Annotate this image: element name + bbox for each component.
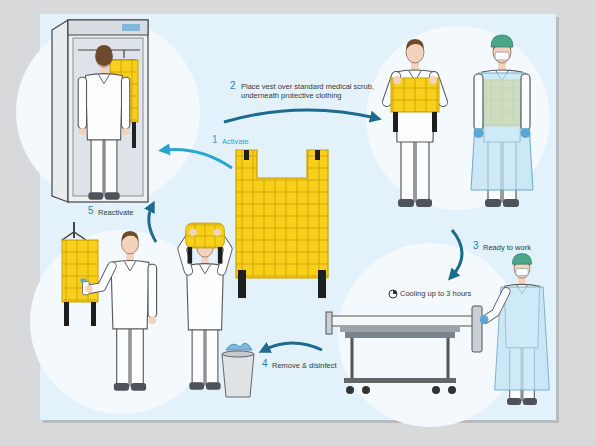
hospital-bed [326,306,482,394]
cooling-vest [315,150,320,160]
person-removing-vest [186,223,225,248]
person-disinfecting [81,231,157,391]
hospital-bed [362,386,370,394]
cooling-cabinet [132,122,136,148]
vest-stand [62,222,98,326]
person-at-cabinet [78,77,86,135]
person-at-cabinet [78,45,130,200]
person-in-gown [471,35,533,207]
cooling-cabinet [52,20,148,202]
step-label: Activate [222,137,249,146]
vest-stand [91,302,96,326]
callout-number: 1 [212,134,218,147]
person-disinfecting [81,279,87,283]
arrows [224,110,376,122]
person-pushing-bed [512,254,531,276]
callout-number: 2 [230,80,236,93]
hospital-bed [344,378,456,383]
person-removing-vest [187,235,224,390]
person-removing-vest [188,247,193,264]
person-at-cabinet [86,45,123,200]
hospital-bed [328,316,478,326]
callout-number: 5 [88,205,94,218]
hospital-bed [432,386,440,394]
cooling-vest [238,270,246,298]
person-disinfecting [85,285,93,293]
person-removing-vest [218,247,223,264]
arrows [149,206,156,242]
person-in-gown [474,74,483,137]
hospital-bed [326,312,332,334]
arrows [164,149,232,168]
person-holding-vest [429,76,437,84]
vest-stand [73,222,75,238]
cooling-vest [244,150,249,160]
card [16,14,559,427]
cooling-cabinet [68,20,148,35]
hospital-bed [340,326,460,332]
person-removing-vest [189,229,196,236]
person-in-gown [474,128,484,138]
card [16,20,200,204]
step-label: Cooling up to 3 hours [400,289,471,298]
person-holding-vest [393,76,401,84]
step-label: Ready to work [483,243,531,252]
cooling-vest [236,150,328,278]
step-label: Place vest over standard medical scrub, … [241,82,401,101]
person-holding-vest [395,39,435,207]
waste-bin [226,343,252,350]
cooling-cabinet [52,20,68,202]
arrows [264,343,322,350]
person-pushing-bed [485,291,506,319]
step-label: Reactivate [98,208,133,217]
vest-stand [64,302,69,326]
waste-bin [222,351,254,357]
hospital-bed [447,338,450,380]
callout-number: 3 [473,240,479,253]
person-at-cabinet [95,46,112,66]
clock-icon [393,290,397,294]
hospital-bed [448,386,456,394]
cooling-cabinet [122,24,140,31]
card [366,26,550,210]
person-in-gown [521,74,530,137]
person-pushing-bed [480,315,489,324]
person-disinfecting [148,264,157,324]
waste-bin [222,343,254,397]
person-holding-vest [387,39,443,207]
person-removing-vest [182,223,228,390]
vest-stand [62,232,86,240]
person-in-gown [491,35,513,60]
person-disinfecting [111,231,149,391]
cooling-cabinet [112,50,136,60]
person-in-gown [521,128,531,138]
person-removing-vest [213,229,220,236]
person-disinfecting [90,266,112,289]
person-in-gown [471,73,533,190]
hospital-bed [472,306,482,352]
person-holding-vest [432,112,437,132]
cooling-vest [318,270,326,298]
person-holding-vest [393,112,398,132]
hospital-bed [345,332,455,338]
person-pushing-bed [485,291,506,319]
waste-bin [222,354,254,397]
card [30,230,214,414]
cooling-cabinet [68,20,148,202]
card [338,243,522,427]
callout-number: 4 [262,358,268,371]
hospital-bed [351,338,354,380]
cooling-vest [236,150,328,298]
person-disinfecting [90,266,112,289]
clock-icon [389,290,397,298]
hospital-bed [346,386,354,394]
person-at-cabinet [121,77,129,135]
clock-icon [389,290,397,298]
person-pushing-bed [480,254,550,405]
arrows [452,230,462,276]
step-label: Remove & disinfect [272,361,337,370]
